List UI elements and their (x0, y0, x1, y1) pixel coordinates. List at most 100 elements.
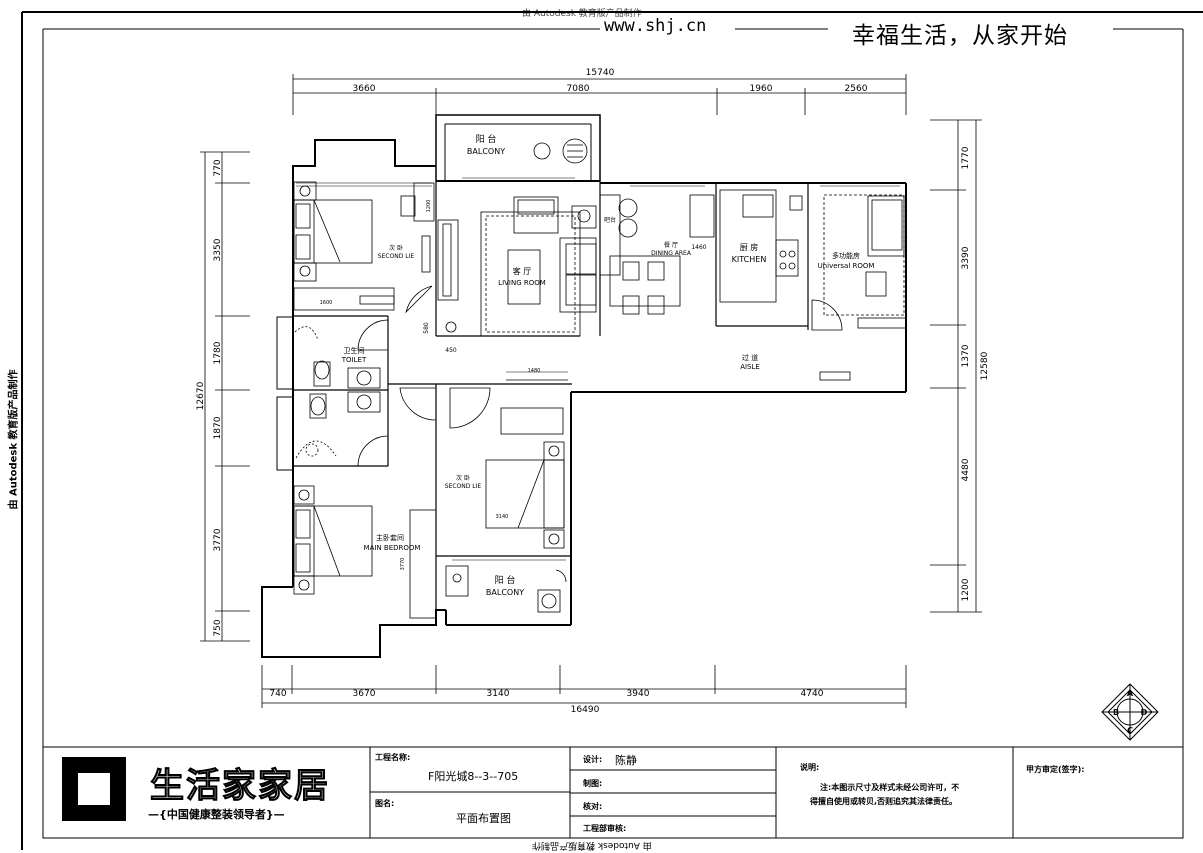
room-balcony-top-cn: 阳 台 (476, 133, 497, 145)
room-second-bed-1-en: SECOND LIE (378, 253, 415, 260)
room-kitchen-cn: 厨 房 (740, 242, 759, 252)
svg-text:740: 740 (269, 689, 286, 699)
svg-text:12580: 12580 (980, 351, 990, 380)
svg-text:3350: 3350 (213, 238, 223, 261)
header-url[interactable]: www.shj.cn (604, 16, 707, 36)
svg-text:3670: 3670 (353, 689, 376, 699)
designer-value: 陈静 (615, 754, 637, 767)
room-living-en: LIVING ROOM (498, 279, 546, 287)
client-approval-label: 甲方审定(签字): (1026, 765, 1085, 774)
room-main-bed-en: MAIN BEDROOM (364, 544, 421, 552)
svg-text:4740: 4740 (801, 689, 824, 699)
svg-text:1480: 1480 (528, 368, 541, 374)
header-slogan: 幸福生活，从家开始 (852, 23, 1068, 49)
notes-line-2: 得擅自使用或转贝,否则追究其法律责任。 (810, 797, 958, 806)
title-block-grid (42, 746, 1184, 839)
svg-text:1780: 1780 (213, 341, 223, 364)
svg-text:2560: 2560 (845, 84, 868, 94)
svg-text:A: A (1127, 689, 1134, 698)
room-bar-label: 吧台 (604, 216, 616, 224)
room-second-bed-2-en: SECOND LIE (445, 483, 482, 490)
bed-second-2 (485, 379, 568, 549)
room-universal-cn: 多功能房 (832, 251, 860, 260)
room-balcony-bottom-en: BALCONY (486, 588, 524, 597)
project-label: 工程名称: (375, 753, 411, 762)
drawing-name-label: 图名: (375, 799, 395, 808)
svg-text:750: 750 (213, 619, 223, 636)
aisle-cabinet (819, 371, 851, 381)
dining-furniture (599, 194, 715, 315)
room-kitchen-en: KITCHEN (732, 255, 767, 264)
svg-text:7080: 7080 (567, 84, 590, 94)
room-aisle-en: AISLE (740, 363, 760, 371)
room-aisle-cn: 过 道 (742, 353, 758, 362)
room-labels: 阳 台 BALCONY 次 卧 SECOND LIE 客 厅 LIVING RO… (341, 133, 875, 597)
svg-text:1460: 1460 (691, 244, 706, 251)
svg-text:450: 450 (445, 347, 457, 354)
bed-second-1 (293, 181, 435, 311)
svg-text:3140: 3140 (487, 689, 510, 699)
watermark-top: 由 Autodesk 教育版产品制作 (522, 9, 642, 19)
room-second-bed-2-cn: 次 卧 (456, 474, 470, 482)
designer-label: 设计: (583, 755, 603, 764)
dimension-left (200, 151, 250, 642)
room-balcony-bottom-cn: 阳 台 (495, 574, 516, 586)
room-second-bed-1-cn: 次 卧 (389, 244, 403, 252)
universal-room-furniture (823, 194, 907, 329)
project-value: F阳光城8--3--705 (428, 770, 519, 783)
svg-text:3140: 3140 (496, 514, 509, 520)
svg-text:4480: 4480 (961, 458, 971, 481)
notes-label: 说明: (800, 763, 820, 772)
living-furniture (437, 138, 597, 337)
compass-icon: A B C D (1101, 683, 1159, 741)
dimension-bottom (261, 665, 907, 708)
dimension-labels: 15740 3660 7080 1960 2560 12670 770 3350… (196, 68, 990, 715)
dimension-right (930, 119, 982, 613)
svg-text:D: D (1141, 708, 1148, 717)
svg-text:1600: 1600 (320, 300, 333, 306)
svg-text:3770: 3770 (400, 558, 406, 571)
room-dining-cn: 餐 厅 (664, 241, 678, 249)
notes-line-1: 注:本图示尺寸及样式未经公司许可，不 (820, 783, 960, 792)
drafter-label: 制图: (583, 779, 603, 788)
company-logo-icon (62, 757, 126, 821)
svg-text:1770: 1770 (961, 146, 971, 169)
svg-text:3390: 3390 (961, 246, 971, 269)
svg-text:12670: 12670 (196, 381, 206, 410)
balcony-bottom-fixtures (445, 565, 561, 613)
door-swings (357, 285, 843, 583)
interior-walls (293, 177, 900, 610)
svg-text:1200: 1200 (961, 578, 971, 601)
room-living-cn: 客 厅 (513, 266, 532, 276)
review-label: 工程部审核: (583, 824, 627, 833)
checker-label: 核对: (583, 802, 603, 811)
svg-text:1200: 1200 (426, 200, 432, 213)
svg-text:3770: 3770 (213, 528, 223, 551)
svg-text:3660: 3660 (353, 84, 376, 94)
drawing-name-value: 平面布置图 (456, 812, 511, 825)
svg-text:3940: 3940 (627, 689, 650, 699)
room-universal-en: Universal ROOM (818, 262, 875, 270)
room-toilet-en: TOILET (341, 356, 367, 364)
room-dining-en: DINING AREA (651, 250, 692, 257)
room-main-bed-cn: 主卧套间 (376, 533, 404, 542)
svg-text:16490: 16490 (571, 705, 600, 715)
svg-text:580: 580 (423, 322, 430, 334)
dimension-top (292, 74, 907, 115)
toilet-fixtures (294, 326, 381, 459)
bed-main (293, 485, 437, 619)
svg-text:B: B (1113, 708, 1119, 717)
svg-text:1370: 1370 (961, 344, 971, 367)
svg-text:15740: 15740 (586, 68, 615, 78)
room-toilet-cn: 卫生间 (344, 346, 365, 355)
kitchen-furniture (719, 189, 803, 303)
svg-text:1870: 1870 (213, 416, 223, 439)
svg-text:C: C (1127, 726, 1133, 735)
company-logo-text: 生活家家居 (150, 766, 330, 807)
bottom-mirrored-watermark: 由 Autodesk 教育版产品制作 (532, 840, 652, 850)
company-logo-subtitle: —{中国健康整装领导者}— (148, 808, 285, 821)
room-balcony-top-en: BALCONY (467, 147, 505, 156)
svg-text:1960: 1960 (750, 84, 773, 94)
svg-text:770: 770 (213, 159, 223, 176)
